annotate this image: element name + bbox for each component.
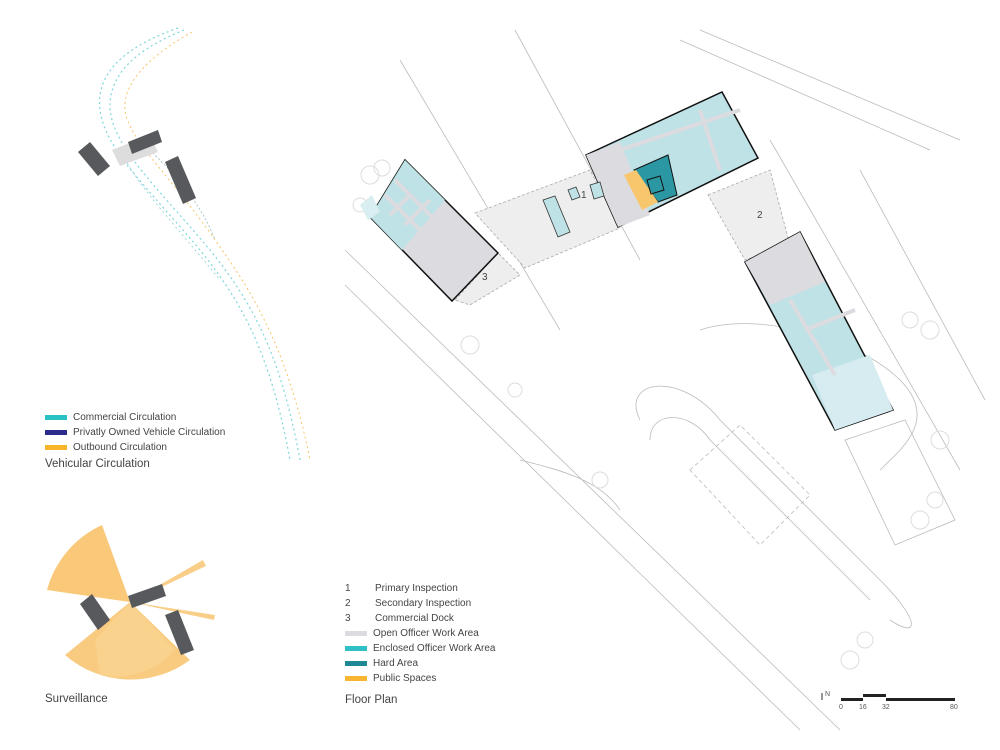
primary-inspection-canopy — [474, 169, 621, 269]
legend-label: Open Officer Work Area — [373, 628, 479, 639]
legend-label: Commercial Dock — [375, 613, 454, 624]
scale-tick-label: 16 — [859, 704, 867, 711]
building-secondary-mini — [165, 156, 196, 204]
trees — [352, 159, 950, 670]
hard-area-swatch — [345, 661, 367, 666]
north-label: N — [825, 691, 831, 698]
floor-plan-legend: 1 Primary Inspection 2 Secondary Inspectio… — [345, 581, 495, 686]
label-number: 2 — [345, 598, 351, 609]
scale-bar — [821, 693, 955, 701]
open-office-swatch — [345, 631, 367, 636]
building-dock-mini — [78, 142, 110, 176]
site-lines — [344, 29, 986, 731]
building-primary-inspection — [585, 91, 760, 229]
legend-label: Privatly Owned Vehicle Circulation — [73, 427, 226, 438]
outbound-swatch — [45, 445, 67, 450]
commercial-swatch — [45, 415, 67, 420]
label-number: 3 — [345, 613, 351, 624]
floor-plan-caption: Floor Plan — [345, 694, 398, 706]
legend-label: Commercial Circulation — [73, 412, 177, 423]
surveillance-diagram — [47, 525, 215, 680]
legend-label: Hard Area — [373, 658, 419, 669]
legend-label: Outbound Circulation — [73, 442, 167, 453]
plan-marker-3: 3 — [482, 272, 488, 283]
scale-tick-label: 0 — [839, 704, 843, 711]
pov-swatch — [45, 430, 67, 435]
building-primary-mini — [128, 130, 162, 154]
scale-tick-label: 80 — [950, 704, 958, 711]
plan-marker-2: 2 — [757, 210, 763, 221]
vehicular-circulation-map — [78, 27, 311, 461]
label-number: 1 — [345, 583, 351, 594]
vehicular-caption: Vehicular Circulation — [45, 458, 150, 470]
legend-label: Enclosed Officer Work Area — [373, 643, 496, 654]
building-commercial-dock — [360, 158, 500, 303]
secondary-inspection-canopy — [707, 169, 791, 261]
building-secondary-inspection — [743, 230, 895, 431]
vehicular-legend: Commercial Circulation Privatly Owned Ve… — [45, 410, 225, 455]
public-spaces-swatch — [345, 676, 367, 681]
scale-tick-label: 32 — [882, 704, 890, 711]
surveillance-caption: Surveillance — [45, 693, 108, 705]
enclosed-office-swatch — [345, 646, 367, 651]
legend-label: Primary Inspection — [375, 583, 458, 594]
legend-label: Secondary Inspection — [375, 598, 472, 609]
plan-marker-1: 1 — [581, 190, 587, 201]
legend-label: Public Spaces — [373, 673, 437, 684]
